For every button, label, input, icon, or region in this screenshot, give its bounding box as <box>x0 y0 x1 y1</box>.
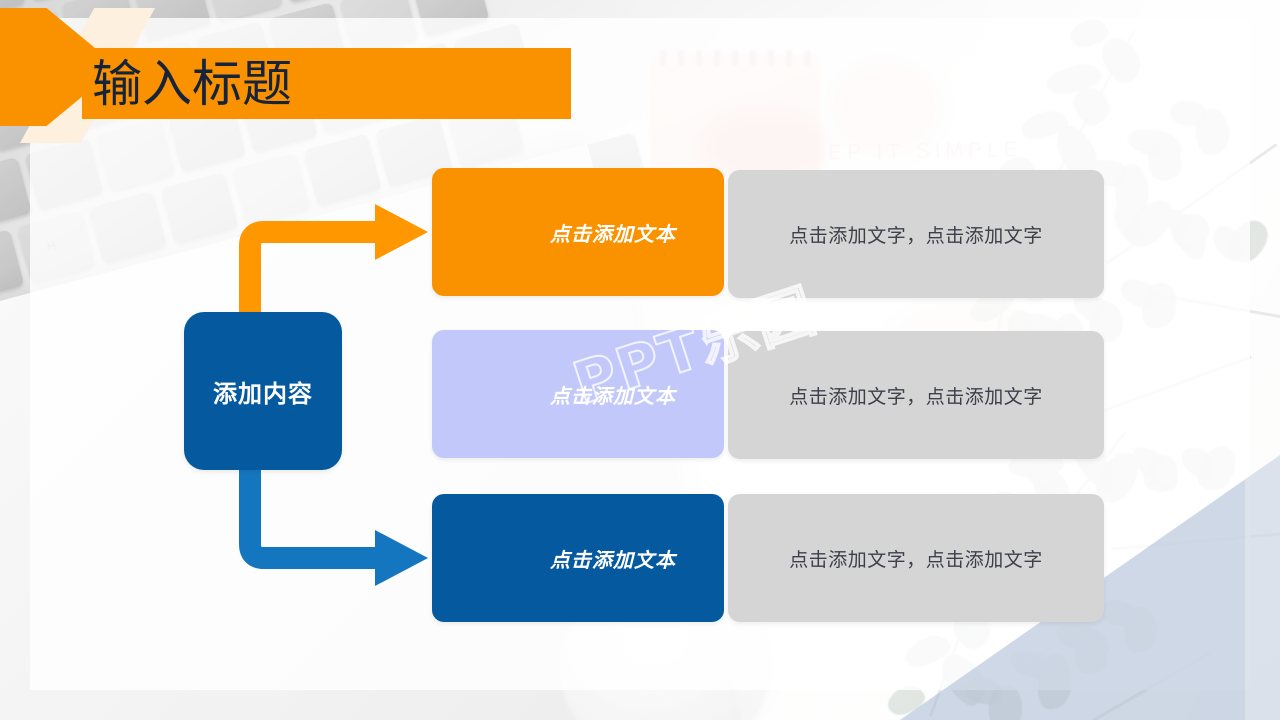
row-2-body-label: 点击添加文字，点击添加文字 <box>789 385 1043 408</box>
title-bar: 输入标题 <box>82 48 571 119</box>
panel-right-edge <box>1245 455 1280 720</box>
row-2-title-card[interactable]: 点击添加文本 <box>432 330 724 458</box>
row-1-title-card[interactable]: 点击添加文本 <box>432 168 724 296</box>
row-2-title-label: 点击添加文本 <box>550 383 676 408</box>
hub-label: 添加内容 <box>213 379 313 408</box>
row-3-body-card[interactable]: 点击添加文字，点击添加文字 <box>728 494 1104 622</box>
row-1-body-label: 点击添加文字，点击添加文字 <box>789 224 1043 247</box>
row-2-body-card[interactable]: 点击添加文字，点击添加文字 <box>728 331 1104 459</box>
hub-node[interactable]: 添加内容 <box>184 312 342 470</box>
row-1-body-card[interactable]: 点击添加文字，点击添加文字 <box>728 170 1104 298</box>
row-1-title-label: 点击添加文本 <box>550 221 676 246</box>
row-3-title-card[interactable]: 点击添加文本 <box>432 494 724 622</box>
row-3-title-label: 点击添加文本 <box>550 547 676 572</box>
page-title: 输入标题 <box>92 54 292 113</box>
row-3-body-label: 点击添加文字，点击添加文字 <box>789 548 1043 571</box>
